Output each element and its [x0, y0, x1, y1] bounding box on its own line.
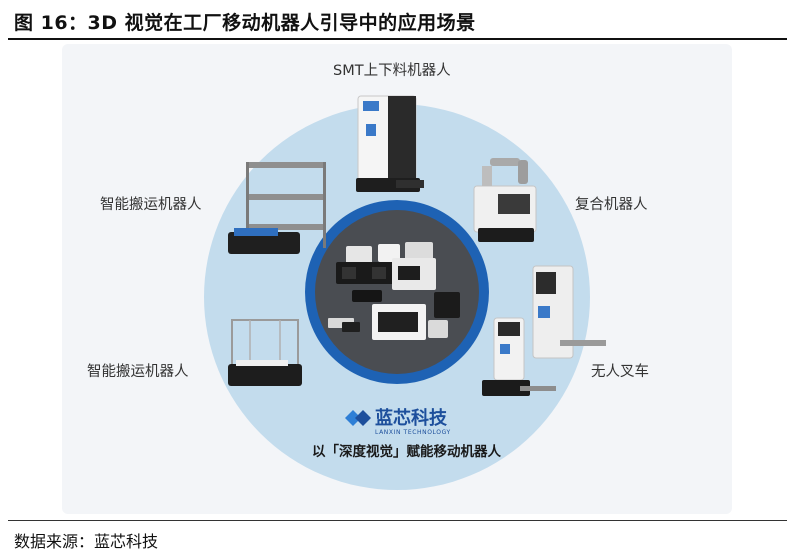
camera-cluster — [328, 242, 460, 340]
forklift-robot-icon — [482, 265, 606, 396]
brand-logo-icon — [345, 410, 371, 426]
smt-robot-icon — [356, 95, 424, 192]
slogan: 以「深度视觉」赋能移动机器人 — [312, 444, 501, 460]
brand-name: 蓝芯科技 — [375, 408, 447, 429]
brand-subtitle: LANXIN TECHNOLOGY — [375, 429, 451, 436]
cage-handling-robot-icon — [228, 319, 302, 386]
label-handling-robot-top: 智能搬运机器人 — [100, 197, 202, 213]
title-rule — [8, 38, 787, 40]
figure-source: 数据来源：蓝芯科技 — [14, 532, 159, 551]
source-rule — [8, 520, 787, 521]
brand-block: 蓝芯科技 LANXIN TECHNOLOGY — [375, 410, 451, 436]
compound-robot-icon — [473, 158, 537, 242]
figure-title: 图 16：3D 视觉在工厂移动机器人引导中的应用场景 — [14, 12, 476, 34]
label-handling-robot-bottom: 智能搬运机器人 — [87, 364, 189, 380]
label-smt-robot: SMT上下料机器人 — [333, 63, 451, 79]
label-forklift: 无人叉车 — [591, 364, 649, 380]
label-compound-robot: 复合机器人 — [575, 197, 648, 213]
shelf-handling-robot-icon — [228, 162, 326, 254]
